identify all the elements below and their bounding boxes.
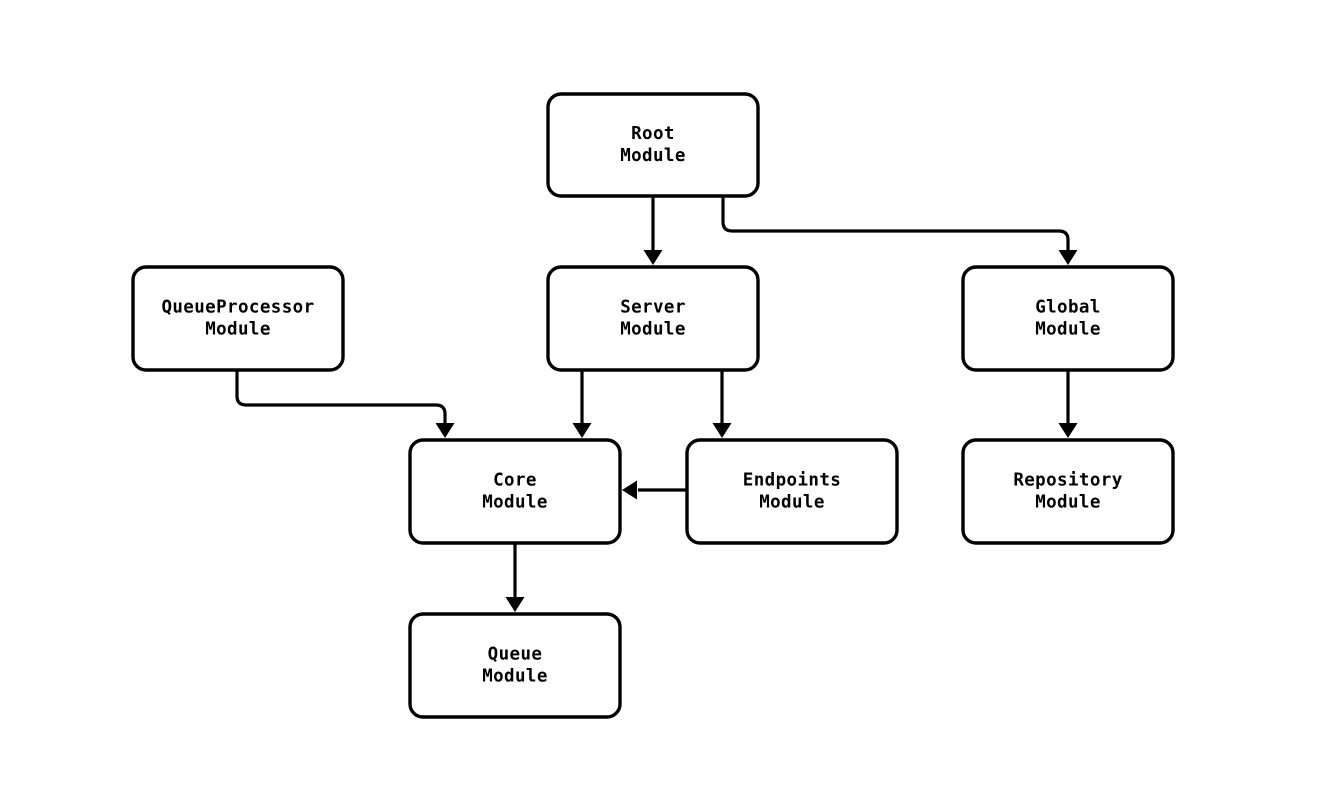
endpoints-module-node-label-line1: Endpoints [743, 471, 841, 491]
queue-module-node-label-line2: Module [482, 667, 548, 687]
core-module-node-label-line2: Module [482, 493, 548, 513]
edge-queueprocessor-to-core-line [235, 370, 447, 424]
edge-root-to-global [721, 196, 1078, 265]
edge-root-to-server-arrowhead [643, 250, 663, 265]
edge-endpoints-to-core-arrowhead [622, 480, 637, 500]
edge-queueprocessor-to-core [235, 370, 455, 438]
queueprocessor-module-node-shape[interactable] [131, 265, 345, 372]
queue-module-node-label-line1: Queue [488, 645, 543, 665]
global-module-node-label-line2: Module [1035, 320, 1101, 340]
edges-layer [235, 196, 1078, 612]
nodes-layer: RootModuleQueueProcessorModuleServerModu… [131, 92, 1175, 719]
edge-core-to-queue [505, 543, 525, 612]
edge-server-to-core-arrowhead [572, 423, 592, 438]
queue-module-node-shape[interactable] [408, 612, 622, 719]
edge-global-to-repository [1058, 370, 1078, 438]
edge-server-to-core [572, 370, 592, 438]
edge-queueprocessor-to-core-arrowhead [435, 423, 455, 438]
edge-root-to-global-arrowhead [1058, 250, 1078, 265]
server-module-node-label-line2: Module [620, 320, 686, 340]
edge-root-to-global-line [721, 196, 1070, 251]
endpoints-module-node-label-line2: Module [759, 493, 825, 513]
edge-server-to-endpoints-arrowhead [712, 423, 732, 438]
server-module-node-label-line1: Server [620, 298, 686, 318]
repository-module-node-label-line2: Module [1035, 493, 1101, 513]
queueprocessor-module-node-label-line1: QueueProcessor [161, 298, 314, 318]
server-module-node-shape[interactable] [546, 265, 760, 372]
core-module-node-label-line1: Core [493, 471, 537, 491]
global-module-node-label-line1: Global [1035, 298, 1101, 318]
edge-endpoints-to-core [622, 480, 687, 500]
edge-core-to-queue-arrowhead [505, 597, 525, 612]
endpoints-module-node-shape[interactable] [685, 438, 899, 545]
root-module-node-label-line1: Root [631, 124, 675, 144]
core-module-node-shape[interactable] [408, 438, 622, 545]
edge-global-to-repository-arrowhead [1058, 423, 1078, 438]
queueprocessor-module-node-label-line2: Module [205, 320, 271, 340]
repository-module-node-shape[interactable] [961, 438, 1175, 545]
global-module-node-shape[interactable] [961, 265, 1175, 372]
root-module-node-shape[interactable] [546, 92, 760, 198]
edge-server-to-endpoints [712, 370, 732, 438]
root-module-node-label-line2: Module [620, 146, 686, 166]
repository-module-node-label-line1: Repository [1013, 471, 1122, 491]
edge-root-to-server [643, 196, 663, 265]
